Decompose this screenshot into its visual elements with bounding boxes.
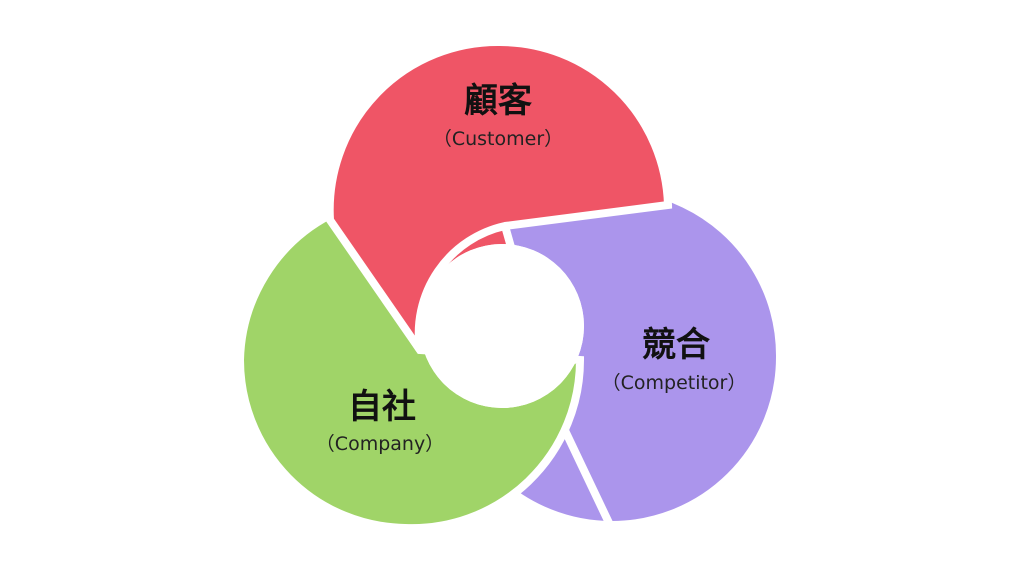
- company-title: 自社: [348, 387, 416, 427]
- company-front-segment: [235, 209, 585, 533]
- customer-subtitle: （Customer）: [433, 128, 563, 150]
- company-subtitle: （Company）: [316, 433, 444, 455]
- competitor-subtitle: （Competitor）: [602, 372, 747, 394]
- center-hole: [420, 244, 584, 408]
- customer-title: 顧客: [464, 81, 532, 121]
- customer-front-segment: [325, 37, 673, 353]
- competitor-title: 競合: [642, 325, 710, 365]
